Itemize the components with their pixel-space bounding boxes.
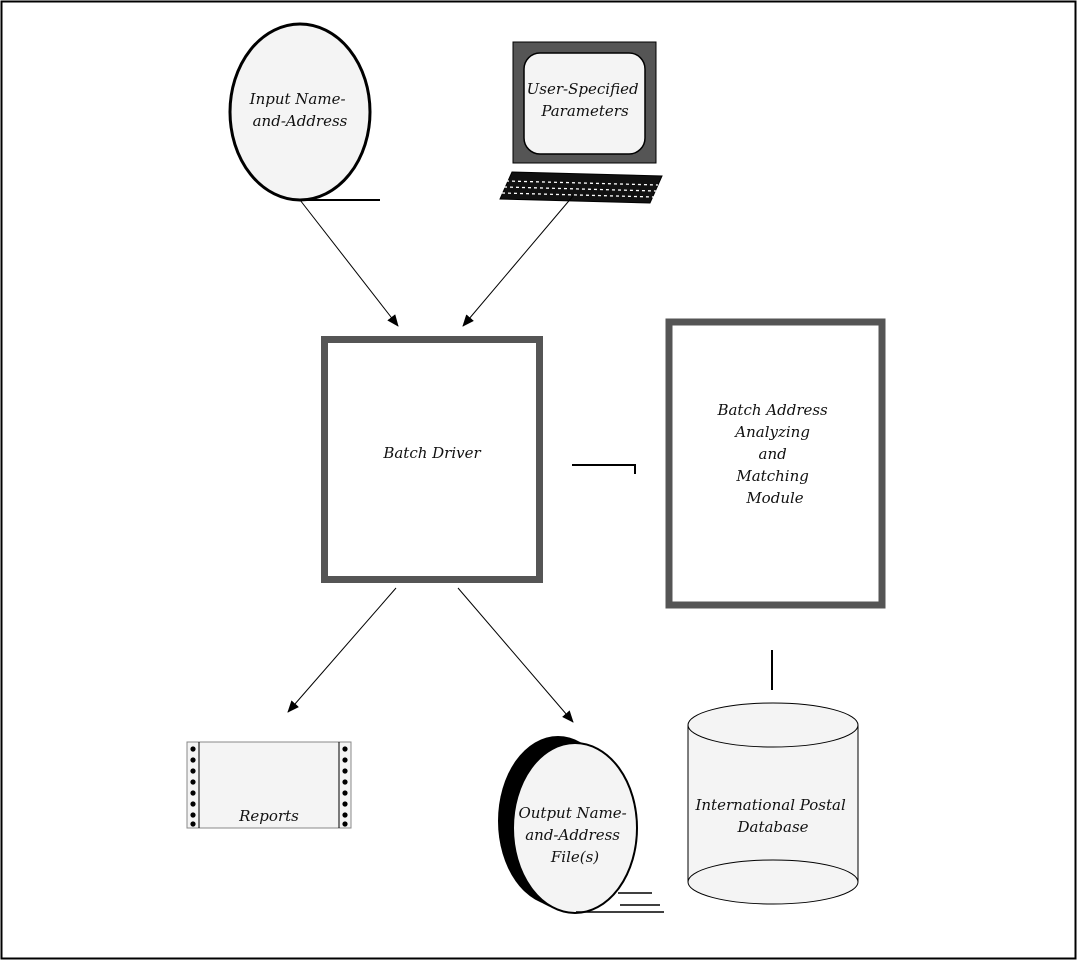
parameters-node: User-Specified Parameters [499, 41, 663, 204]
left-sprocket-holes [190, 746, 196, 827]
output-file-node: Output Name- and-Address File(s) [498, 736, 664, 914]
reports-node: Reports [186, 741, 352, 829]
right-sprocket-holes [342, 746, 348, 827]
parameters-label: User-Specified Parameters [527, 80, 644, 120]
reports-label: Reports [238, 807, 299, 825]
output-file-label: Output Name- and-Address File(s) [518, 804, 631, 866]
analyzing-module-box [665, 318, 886, 609]
database-cylinder-icon [687, 725, 859, 905]
connector-driver-to-module [572, 464, 636, 474]
postal-database-node: International Postal Database [687, 702, 859, 905]
arrow-driver-to-output [457, 587, 574, 723]
keyboard-icon [499, 171, 663, 204]
analyzing-module-label: Batch Address Analyzing and Matching Mod… [716, 401, 832, 507]
input-file-node: Input Name- and-Address [228, 22, 380, 202]
report-paper-icon [186, 741, 352, 829]
batch-driver-box [321, 336, 543, 583]
database-cylinder-top [687, 702, 859, 748]
arrow-input-to-driver [299, 199, 399, 327]
batch-driver-node: Batch Driver [321, 336, 543, 583]
analyzing-module-node: Batch Address Analyzing and Matching Mod… [665, 318, 886, 609]
output-tape-reel-icon [512, 742, 638, 914]
arrow-driver-to-reports [287, 587, 397, 713]
arrow-parameters-to-driver [462, 195, 574, 327]
input-file-label: Input Name- and-Address [249, 90, 351, 130]
batch-driver-label: Batch Driver [382, 444, 481, 462]
monitor-screen [523, 52, 646, 155]
postal-database-label: International Postal Database [694, 796, 850, 836]
